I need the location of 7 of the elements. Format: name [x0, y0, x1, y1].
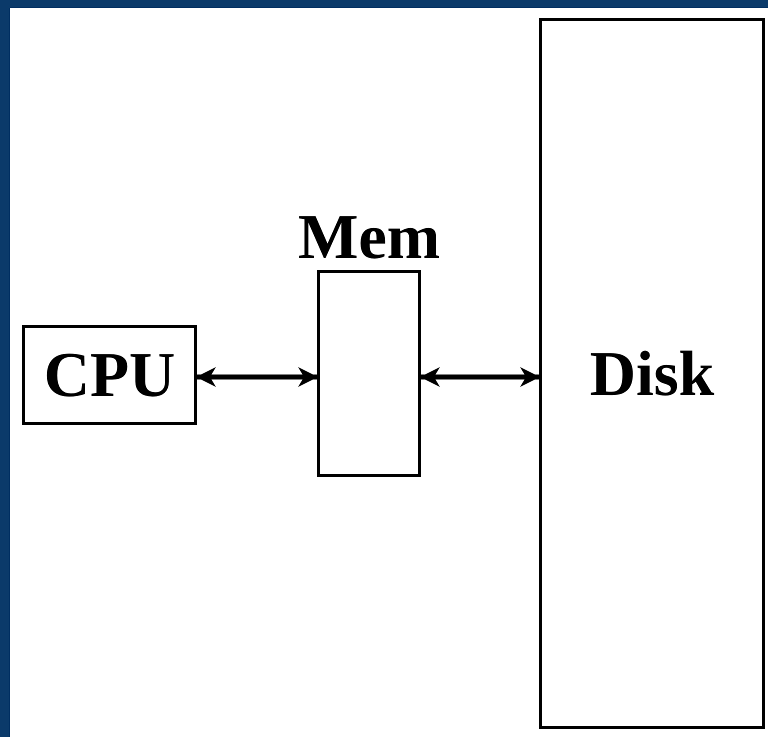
- double-arrow: [420, 367, 540, 387]
- component-box: [22, 325, 197, 425]
- component-label: CPU: [44, 343, 176, 407]
- double-arrow: [196, 367, 318, 387]
- component-box: [539, 18, 765, 729]
- component-label: Mem: [298, 205, 440, 269]
- component-label: Disk: [590, 342, 714, 406]
